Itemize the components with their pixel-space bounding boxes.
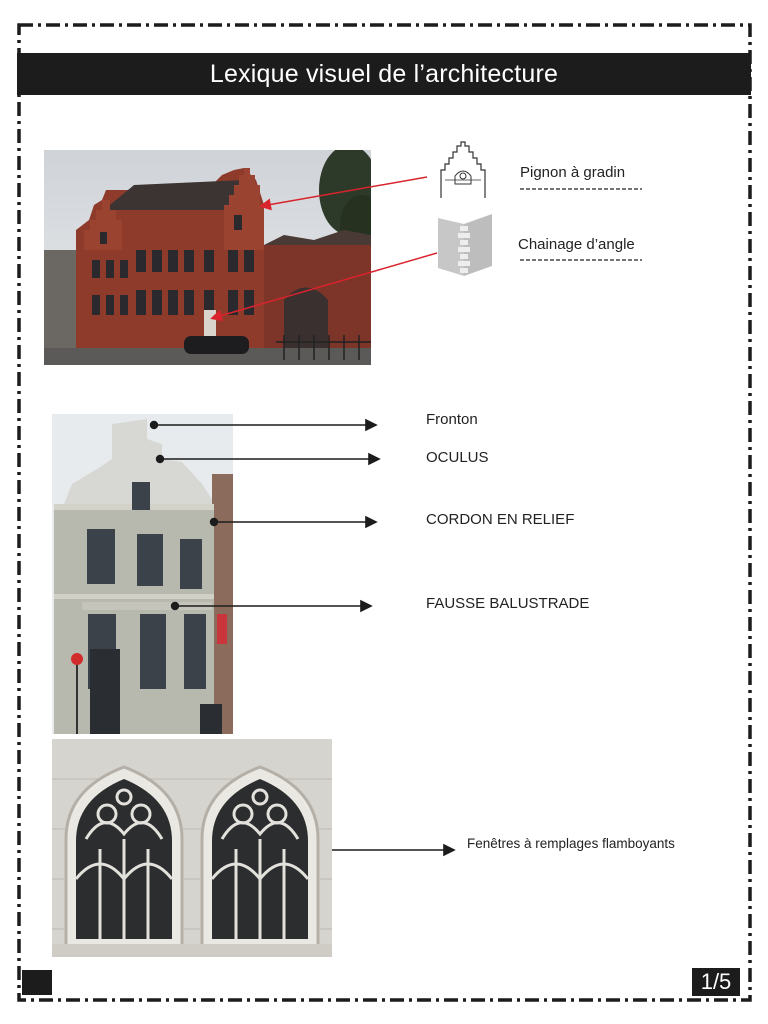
- label-fronton: Fronton: [426, 411, 478, 428]
- stepped-gable-icon: [440, 141, 486, 198]
- page-number: 1/5: [692, 968, 740, 996]
- label-fenetres-flamboyants: Fenêtres à remplages flamboyants: [467, 836, 675, 851]
- underline-pignon: [520, 188, 642, 190]
- red-annotation-arrows: [210, 176, 438, 322]
- label-fausse-balustrade: FAUSSE BALUSTRADE: [426, 595, 590, 612]
- corner-chain-icon: [438, 214, 492, 276]
- label-oculus: OCULUS: [426, 449, 489, 466]
- underline-chainage: [520, 259, 642, 261]
- photo-narrow-facade: [52, 414, 233, 734]
- label-chainage-d-angle: Chainage d’angle: [518, 236, 635, 253]
- photo-stepped-gable-building: [44, 150, 371, 365]
- page-title: Lexique visuel de l’architecture: [17, 53, 751, 95]
- photo-flamboyant-windows: [52, 739, 332, 957]
- corner-block: [22, 970, 52, 995]
- label-pignon-a-gradin: Pignon à gradin: [520, 164, 626, 181]
- label-cordon-en-relief: CORDON EN RELIEF: [426, 511, 575, 528]
